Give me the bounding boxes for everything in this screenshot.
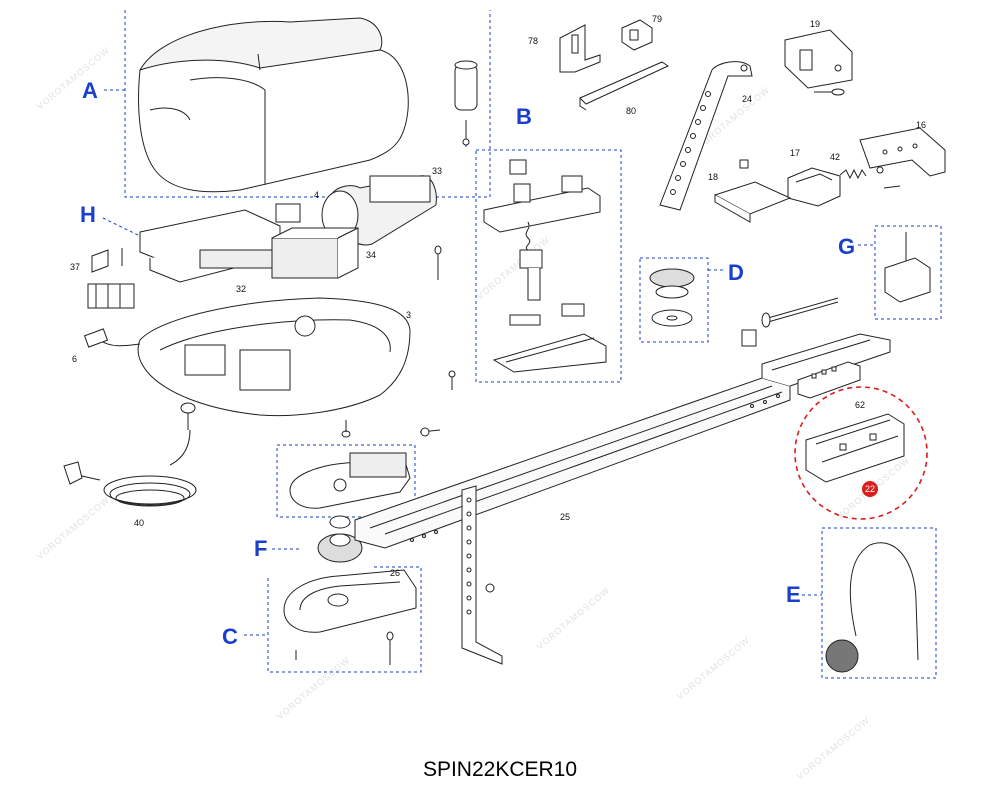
part-number-37: 37 [70, 262, 80, 272]
part-number-42: 42 [830, 152, 840, 162]
group-b-drawing [483, 159, 607, 373]
section-label-a: A [82, 78, 98, 103]
group-box-b [475, 149, 622, 383]
part-number-4: 4 [314, 190, 319, 200]
part-22-badge: 22 [862, 481, 878, 497]
part-numbers: 3 4 6 16 17 18 19 24 25 26 32 33 34 37 4… [70, 14, 926, 578]
part-number-18: 18 [708, 172, 718, 182]
mount-drawing [180, 402, 196, 430]
part-number-26: 26 [390, 568, 400, 578]
connector-4-drawing [275, 203, 301, 223]
part-number-22: 22 [865, 484, 875, 494]
bracket-g-drawing [884, 232, 931, 303]
spring-42-drawing [839, 166, 901, 189]
drawings [63, 17, 946, 673]
watermark-text: VOROTAMOSCOW [675, 635, 752, 702]
sensor-6-drawing [83, 328, 109, 348]
control-board-drawing [139, 209, 281, 283]
part-number-40: 40 [134, 518, 144, 528]
group-box-g [874, 225, 942, 320]
part-number-78: 78 [528, 36, 538, 46]
bracket-19-drawing [784, 29, 853, 96]
part-number-24: 24 [742, 94, 752, 104]
bracket-78-drawing [559, 24, 601, 73]
arm-24-drawing [659, 61, 753, 211]
section-label-h: H [80, 202, 96, 227]
group-boxes [102, 10, 942, 679]
part-number-33: 33 [432, 166, 442, 176]
section-label-c: C [222, 624, 238, 649]
section-label-e: E [786, 582, 801, 607]
transformer-34-drawing [271, 227, 359, 279]
part-number-19: 19 [810, 19, 820, 29]
part-number-16: 16 [916, 120, 926, 130]
part-number-6: 6 [72, 354, 77, 364]
part-number-17: 17 [790, 148, 800, 158]
terminal-37-drawing [87, 248, 135, 309]
watermark-text: VOROTAMOSCOW [35, 45, 112, 112]
part-number-3: 3 [406, 310, 411, 320]
screw-3-drawing [419, 427, 441, 437]
group-box-c [267, 566, 422, 673]
plate-18-drawing [713, 159, 792, 223]
group-box-d [639, 257, 709, 343]
section-label-d: D [728, 260, 744, 285]
part-number-80: 80 [626, 106, 636, 116]
section-label-g: G [838, 234, 855, 259]
release-cord-e-drawing [825, 542, 919, 673]
section-label-b: B [516, 104, 532, 129]
bolt-drawing [741, 297, 839, 347]
screw-2-drawing [448, 370, 456, 390]
gear-base-c-drawing [283, 569, 417, 665]
watermark-text: VOROTAMOSCOW [275, 655, 352, 722]
section-letters: A B C D E F G H [80, 78, 855, 649]
cable-40-drawing [63, 429, 197, 507]
rod-80-drawing [579, 61, 670, 111]
bracket-16-drawing [859, 127, 946, 177]
cover-drawing [138, 17, 409, 193]
part-number-79: 79 [652, 14, 662, 24]
part-number-32: 32 [236, 284, 246, 294]
clip-79-drawing [621, 19, 653, 51]
part-number-62: 62 [855, 400, 865, 410]
base-3-drawing [89, 297, 411, 417]
plug-drawing [454, 60, 478, 146]
section-label-f: F [254, 536, 267, 561]
group-box-e [821, 527, 937, 679]
gear-cover-drawing [289, 420, 411, 509]
bracket-17-drawing [787, 167, 841, 207]
highlight-circle [794, 386, 928, 520]
watermark-text: VOROTAMOSCOW [35, 495, 112, 562]
model-caption: SPIN22KCER10 [422, 758, 578, 781]
connector-22-drawing [805, 413, 905, 483]
watermark-text: VOROTAMOSCOW [535, 585, 612, 652]
sprocket-drawing [317, 515, 363, 563]
screw-drawing [434, 245, 442, 280]
part-number-34: 34 [366, 250, 376, 260]
hanger-bracket-drawing [461, 485, 503, 665]
rail-joint-62-drawing [797, 361, 861, 399]
part-number-25: 25 [560, 512, 570, 522]
gear-d-drawing [649, 268, 695, 327]
